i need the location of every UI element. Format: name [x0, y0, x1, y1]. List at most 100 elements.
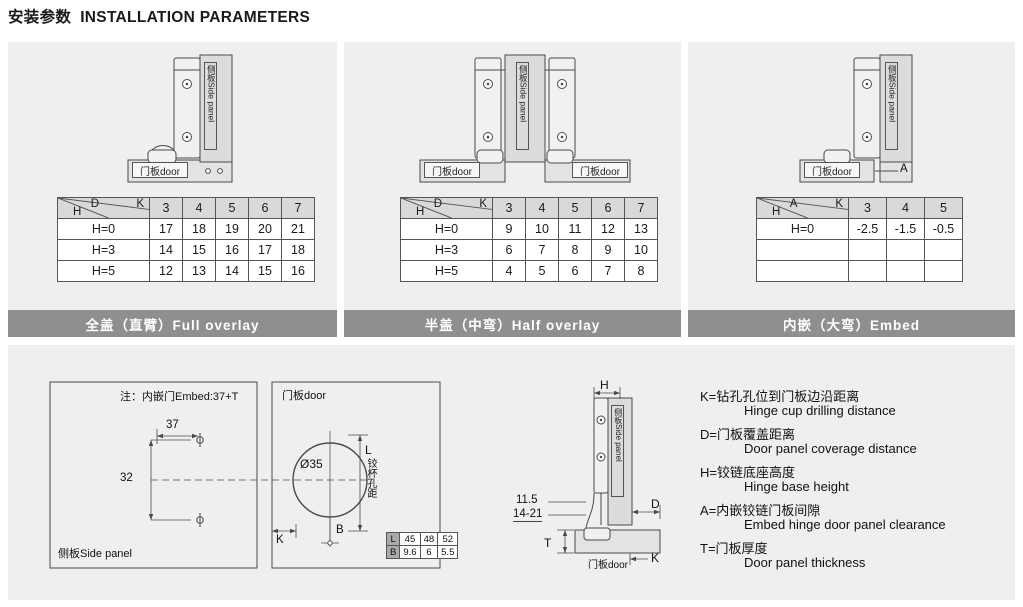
cell: 5 [525, 260, 559, 282]
full-overlay-hinge-diagram [127, 54, 233, 183]
full-overlay-table: D K H 3 4 5 6 7 H=0 17 18 19 20 21 H=3 [57, 197, 315, 282]
col-header: 4 [886, 197, 925, 219]
banner-half-overlay: 半盖（中弯）Half overlay [344, 310, 681, 337]
corner-label-h: H [73, 206, 82, 218]
table-header-row: A K H 3 4 5 [756, 197, 963, 219]
col-header: 3 [848, 197, 887, 219]
cell: 16 [215, 239, 249, 261]
hinge-arm-shape [593, 397, 609, 494]
dim-b-label: B [336, 524, 344, 536]
screw-icon [217, 168, 223, 174]
hinge-arm-shape [173, 57, 201, 159]
half-overlay-table: D K H 3 4 5 6 7 H=0 9 10 11 12 13 H=3 6 [400, 197, 658, 282]
row-label: H=0 [400, 218, 493, 240]
door-box-shape [271, 381, 441, 569]
table-corner-cell: D K H [400, 197, 493, 219]
dim-t-label: T [544, 536, 552, 550]
row-label: H=5 [400, 260, 493, 282]
table-row: H=3 6 7 8 9 10 [400, 239, 658, 261]
door-label: 门板door [804, 162, 860, 178]
table-corner-cell: D K H [57, 197, 150, 219]
drill-hole-icon [327, 540, 333, 546]
cell: 21 [281, 218, 315, 240]
cell: 14 [149, 239, 183, 261]
dim-37-label: 37 [166, 419, 179, 431]
row-label: L [385, 532, 401, 546]
legend-desc-a: Embed hinge door panel clearance [744, 517, 946, 532]
cell [886, 239, 925, 261]
corner-label-h: H [772, 206, 781, 218]
legend-desc-h: Hinge base height [744, 479, 849, 494]
cell: 10 [624, 239, 658, 261]
hinge-arm-shape [548, 57, 576, 159]
corner-label-k: K [136, 198, 144, 210]
cell: 10 [525, 218, 559, 240]
drilling-detail-art [49, 381, 661, 569]
row-label: H=3 [57, 239, 150, 261]
cell: -1.5 [886, 218, 925, 240]
table-row: B 9.6 6 5.5 [385, 545, 459, 559]
cell: 6 [492, 239, 526, 261]
dim-l-label: L [365, 443, 372, 457]
col-header: 7 [624, 197, 658, 219]
cell: 11 [558, 218, 592, 240]
dimension-arrowheads [148, 390, 660, 562]
col-header: 4 [525, 197, 559, 219]
cell: 16 [281, 260, 315, 282]
col-header: 4 [182, 197, 216, 219]
clearance-a-label: A [900, 163, 908, 175]
legend-term-a: A=内嵌铰链门板间隙 [700, 503, 821, 518]
cell: 18 [281, 239, 315, 261]
cell: 6 [419, 545, 439, 559]
col-header: 6 [248, 197, 282, 219]
cell: 45 [399, 532, 421, 546]
cell: -2.5 [848, 218, 887, 240]
row-label [756, 260, 849, 282]
cell: 14 [215, 260, 249, 282]
col-header: 7 [281, 197, 315, 219]
cell: 4 [492, 260, 526, 282]
table-header-row: D K H 3 4 5 6 7 [400, 197, 658, 219]
cell [924, 239, 963, 261]
corner-label-k: K [479, 198, 487, 210]
hinge-arm-shape [853, 57, 881, 159]
table-row: H=5 12 13 14 15 16 [57, 260, 315, 282]
cell: 6 [558, 260, 592, 282]
cell [924, 260, 963, 282]
cell: 15 [182, 239, 216, 261]
hinge-cup-shape [476, 149, 504, 164]
cell: 17 [248, 239, 282, 261]
cell: 19 [215, 218, 249, 240]
cell: 5.5 [437, 545, 459, 559]
dim-k-label: K [276, 534, 284, 546]
side-panel-label: 侧板Side panel [516, 62, 530, 150]
cell: 8 [624, 260, 658, 282]
table-row: H=3 14 15 16 17 18 [57, 239, 315, 261]
col-header: 3 [149, 197, 183, 219]
row-label: H=0 [756, 218, 849, 240]
side-panel-label: 侧板Side panel [611, 405, 624, 497]
cell: 52 [437, 532, 459, 546]
door-caption: 门板door [282, 390, 327, 402]
door-label: 门板door [572, 162, 628, 178]
hinge-cup-shape [583, 527, 611, 541]
table-corner-cell: A K H [756, 197, 849, 219]
cell: 9 [591, 239, 625, 261]
cell: 13 [624, 218, 658, 240]
section-full-overlay: 侧板Side panel 门板door D K H 3 4 5 6 7 H=0 … [8, 42, 337, 337]
cell: 17 [149, 218, 183, 240]
cell [848, 260, 887, 282]
col-header: 5 [924, 197, 963, 219]
side-panel-label: 侧板Side panel [885, 62, 899, 150]
cell [848, 239, 887, 261]
table-row: H=5 4 5 6 7 8 [400, 260, 658, 282]
side-panel-label: 侧板Side panel [204, 62, 218, 150]
dim-32-label: 32 [120, 472, 133, 484]
cell: 15 [248, 260, 282, 282]
col-header: 3 [492, 197, 526, 219]
half-overlay-hinge-diagram [419, 54, 631, 183]
screw-icon [205, 168, 211, 174]
cell: 9 [492, 218, 526, 240]
